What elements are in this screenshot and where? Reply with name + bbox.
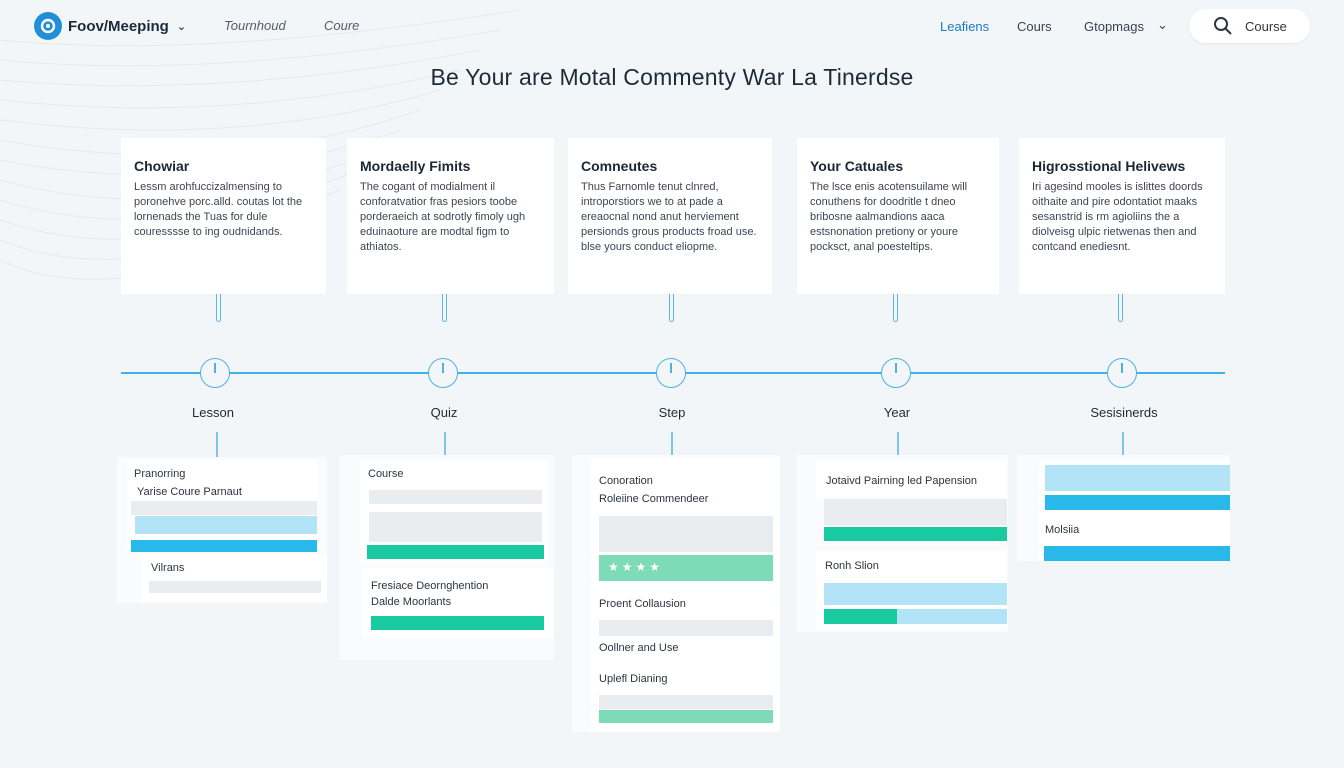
- sessions-panel: Molsiia: [1017, 455, 1230, 561]
- lesson-panel: Pranorring Yarise Coure Parnaut Vilrans: [117, 457, 327, 603]
- nav-link-coure[interactable]: Coure: [324, 18, 360, 33]
- step-panel: Conoration Roleiine Commendeer ★★★★ Proe…: [572, 455, 780, 732]
- panel-text: Oollner and Use: [599, 642, 679, 654]
- page-title: Be Your are Motal Commenty War La Tinerd…: [430, 64, 914, 90]
- timeline-node-year[interactable]: [881, 358, 911, 388]
- timeline-connector: [1122, 432, 1124, 460]
- brand-name: Foov/Meeping: [68, 17, 169, 35]
- card-body: Thus Farnomle tenut clnred, introporstio…: [581, 181, 757, 253]
- timeline-label: Sesisinerds: [1090, 405, 1158, 420]
- panel-card: [141, 554, 327, 602]
- placeholder-bar: [131, 501, 317, 515]
- timeline-node-sesisinerds[interactable]: [1107, 358, 1137, 388]
- panel-text: Dalde Moorlants: [371, 596, 452, 608]
- nav-link-cours[interactable]: Cours: [1017, 19, 1052, 34]
- card-connector: [216, 294, 221, 322]
- nav-link-leafiens[interactable]: Leafiens: [940, 19, 990, 34]
- card-body: Iri agesind mooles is islittes doords oi…: [1032, 181, 1203, 253]
- nav-link-tournhoud[interactable]: Tournhoud: [224, 18, 286, 33]
- timeline-label: Lesson: [192, 405, 234, 420]
- info-card-5[interactable]: Higrosstional Helivews Iri agesind moole…: [1019, 138, 1225, 294]
- timeline-node-lesson[interactable]: [200, 358, 230, 388]
- timeline-label: Year: [883, 405, 911, 420]
- panel-text: Course: [368, 468, 404, 480]
- card-title: Comneutes: [581, 158, 658, 174]
- panel-text: Yarise Coure Parnaut: [137, 486, 242, 498]
- card-title: Your Catuales: [810, 158, 904, 174]
- panel-text: Pranorring: [134, 468, 186, 480]
- chevron-down-icon[interactable]: ⌄: [1157, 17, 1168, 32]
- input-field[interactable]: [135, 516, 317, 534]
- card-title: Mordaelly Fimits: [360, 158, 471, 174]
- brand-menu[interactable]: Foov/Meeping ⌄: [34, 12, 186, 40]
- timeline-node-step[interactable]: [656, 358, 686, 388]
- panel-text: Ronh Slion: [825, 560, 879, 572]
- search-label: Course: [1245, 18, 1287, 34]
- placeholder-bar: [149, 581, 321, 593]
- panel-card: [816, 460, 1007, 498]
- progress-track: [824, 609, 1007, 624]
- timeline-label: Quiz: [430, 405, 458, 420]
- card-title: Higrosstional Helivews: [1032, 158, 1186, 174]
- timeline-connector: [216, 432, 218, 460]
- chevron-down-icon: ⌄: [176, 20, 187, 33]
- progress-bar: [367, 545, 544, 559]
- card-connector: [442, 294, 447, 322]
- placeholder-bar: [599, 695, 773, 709]
- timeline-connector: [444, 432, 446, 460]
- progress-fill: [824, 609, 898, 624]
- input-field[interactable]: [369, 512, 542, 542]
- top-navigation-bar: Foov/Meeping ⌄ Tournhoud Coure Leafiens …: [0, 0, 1344, 56]
- card-body: The lsce enis acotensuilame will conuthe…: [810, 181, 968, 253]
- info-card-3[interactable]: Comneutes Thus Farnomle tenut clnred, in…: [568, 138, 772, 294]
- quiz-panel: Course Fresiace Deornghention Dalde Moor…: [339, 455, 554, 660]
- input-field[interactable]: [824, 583, 1007, 605]
- panel-text: Jotaivd Pairning led Papension: [826, 475, 978, 487]
- panel-text: Fresiace Deornghention: [371, 580, 489, 592]
- rating-bar[interactable]: ★★★★: [599, 555, 773, 581]
- card-title: Chowiar: [134, 158, 190, 174]
- info-card-2[interactable]: Mordaelly Fimits The cogant of modialmen…: [347, 138, 554, 294]
- timeline-node-quiz[interactable]: [428, 358, 458, 388]
- card-body: The cogant of modialment il conforatvati…: [360, 181, 526, 253]
- search-icon: [1214, 17, 1232, 35]
- card-connector: [669, 294, 674, 322]
- card-connector: [893, 294, 898, 322]
- info-card-4[interactable]: Your Catuales The lsce enis acotensuilam…: [797, 138, 999, 294]
- progress-bar: [599, 710, 773, 723]
- input-field[interactable]: [599, 620, 773, 636]
- timeline-label: Step: [658, 405, 686, 420]
- input-field[interactable]: [1045, 465, 1230, 491]
- panel-text: Conoration: [599, 475, 653, 487]
- info-card-1[interactable]: Chowiar Lessm arohfuccizalmensing to por…: [121, 138, 326, 294]
- progress-bar: [371, 616, 544, 630]
- input-field[interactable]: [369, 490, 542, 504]
- progress-bar: [1044, 546, 1230, 561]
- brand-logo-icon: [34, 12, 62, 40]
- search-button[interactable]: Course: [1189, 9, 1310, 43]
- input-field[interactable]: [599, 516, 773, 552]
- panel-text: Molsiia: [1045, 524, 1080, 536]
- card-body: Lessm arohfuccizalmensing to poronehve p…: [134, 181, 303, 238]
- nav-link-gtopmags[interactable]: Gtopmags: [1084, 19, 1144, 34]
- panel-text: Proent Collausion: [599, 598, 686, 610]
- progress-bar: [1045, 495, 1230, 510]
- progress-bar: [824, 527, 1007, 541]
- panel-card: [591, 458, 780, 732]
- timeline-connector: [671, 432, 673, 460]
- progress-bar: [131, 540, 317, 552]
- card-connector: [1118, 294, 1123, 322]
- year-panel: Jotaivd Pairning led Papension Ronh Slio…: [797, 455, 1008, 632]
- input-field[interactable]: [824, 499, 1007, 525]
- panel-text: Vilrans: [151, 562, 185, 574]
- panel-text: Uplefl Dianing: [599, 673, 668, 685]
- rating-stars-icon: ★★★★: [608, 560, 664, 574]
- panel-text: Roleiine Commendeer: [599, 493, 709, 505]
- timeline-connector: [897, 432, 899, 460]
